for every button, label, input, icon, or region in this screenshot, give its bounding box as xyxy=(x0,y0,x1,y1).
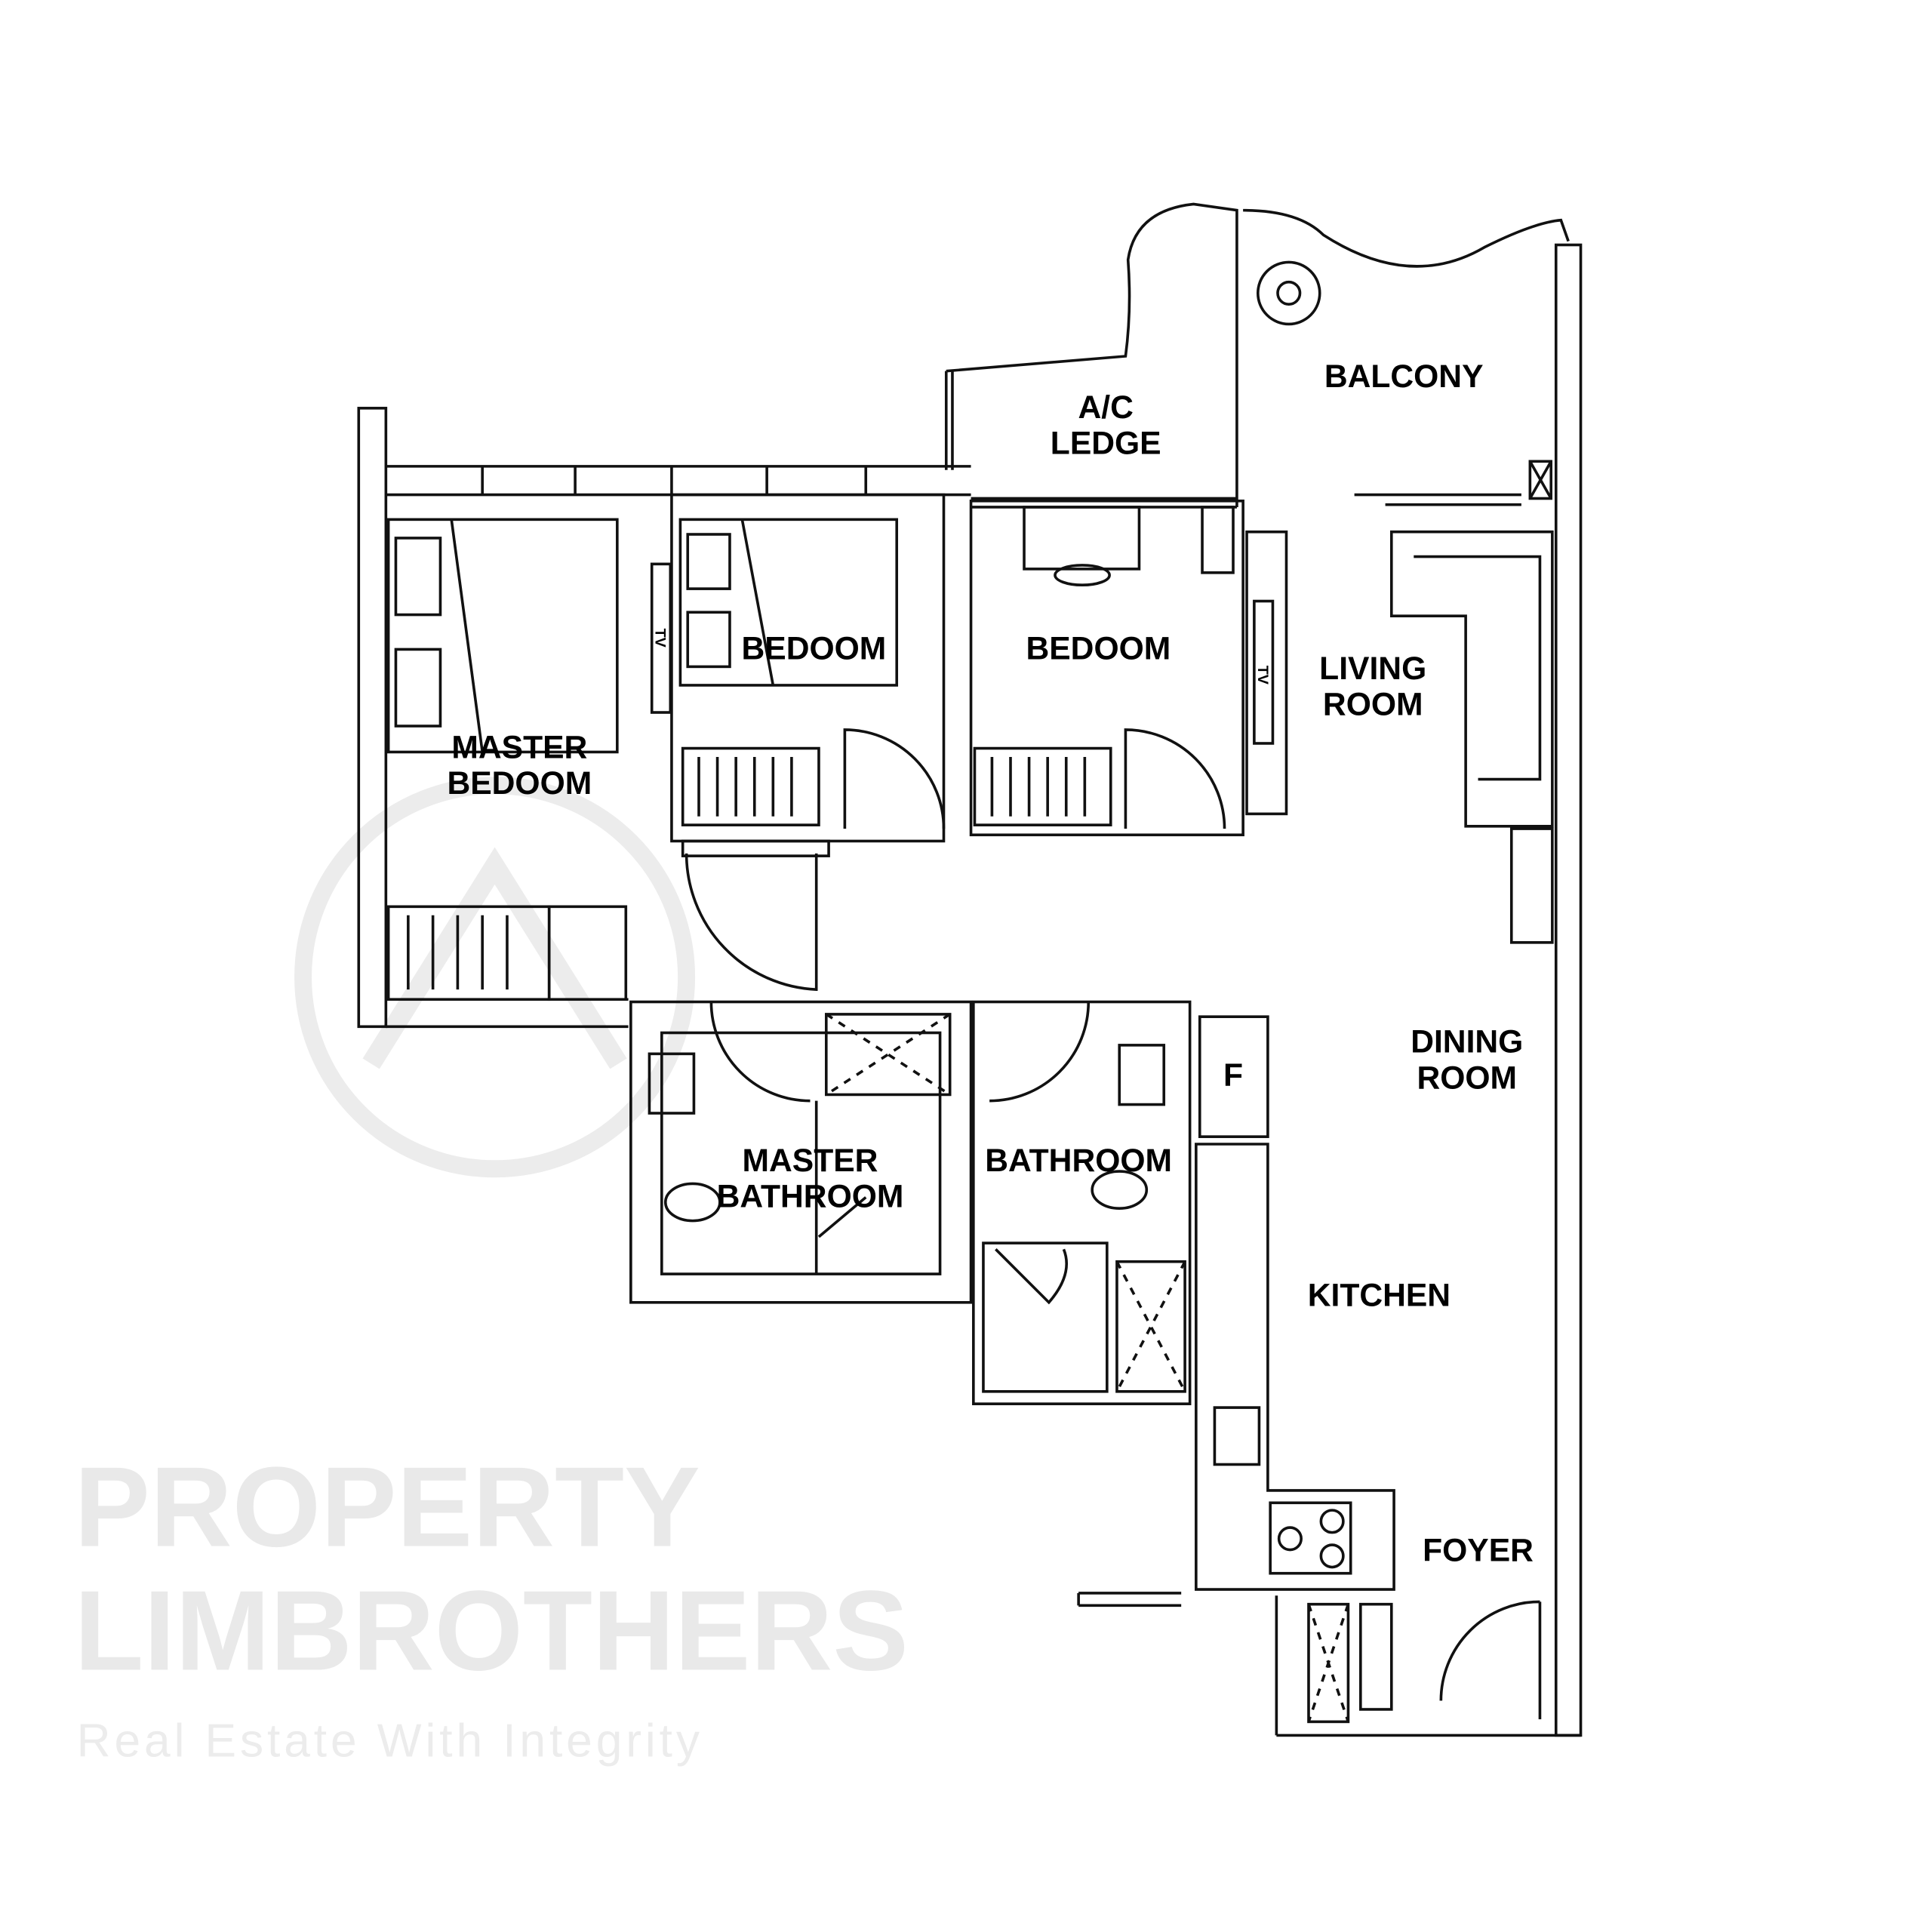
label-living-1: LIVING xyxy=(1319,651,1426,687)
label-bathroom: BATHROOM xyxy=(985,1143,1172,1179)
label-ac-ledge-1: A/C xyxy=(1078,389,1134,426)
label-master-bath-1: MASTER xyxy=(743,1143,878,1179)
room-labels: BALCONY A/C LEDGE BEDOOM BEDOOM MASTER B… xyxy=(447,358,1533,1568)
plant-icon xyxy=(1256,260,1321,326)
label-foyer: FOYER xyxy=(1423,1532,1534,1568)
label-balcony: BALCONY xyxy=(1324,358,1484,395)
label-master-bath-2: BATHROOM xyxy=(717,1179,904,1215)
fridge-label: F xyxy=(1223,1057,1243,1094)
label-bedroom-1: BEDOOM xyxy=(742,631,887,667)
tv-label: TV xyxy=(1254,666,1271,685)
watermark-line1: PROPERTY xyxy=(74,1444,700,1571)
watermark-line2: LIMBROTHERS xyxy=(74,1567,909,1694)
label-master-bedroom-2: BEDOOM xyxy=(447,765,592,801)
watermark: PROPERTY LIMBROTHERS Real Estate With In… xyxy=(74,777,909,1767)
walls: TV TV F xyxy=(357,202,1583,1737)
label-living-2: ROOM xyxy=(1323,686,1423,722)
label-bedroom-2: BEDOOM xyxy=(1026,631,1171,667)
label-ac-ledge-2: LEDGE xyxy=(1051,425,1161,461)
watermark-tagline: Real Estate With Integrity xyxy=(77,1715,703,1767)
label-dining-2: ROOM xyxy=(1417,1060,1517,1096)
tv-label: TV xyxy=(652,629,669,648)
label-kitchen: KITCHEN xyxy=(1308,1278,1451,1314)
label-dining-1: DINING xyxy=(1411,1024,1523,1060)
label-master-bedroom-1: MASTER xyxy=(451,730,587,766)
